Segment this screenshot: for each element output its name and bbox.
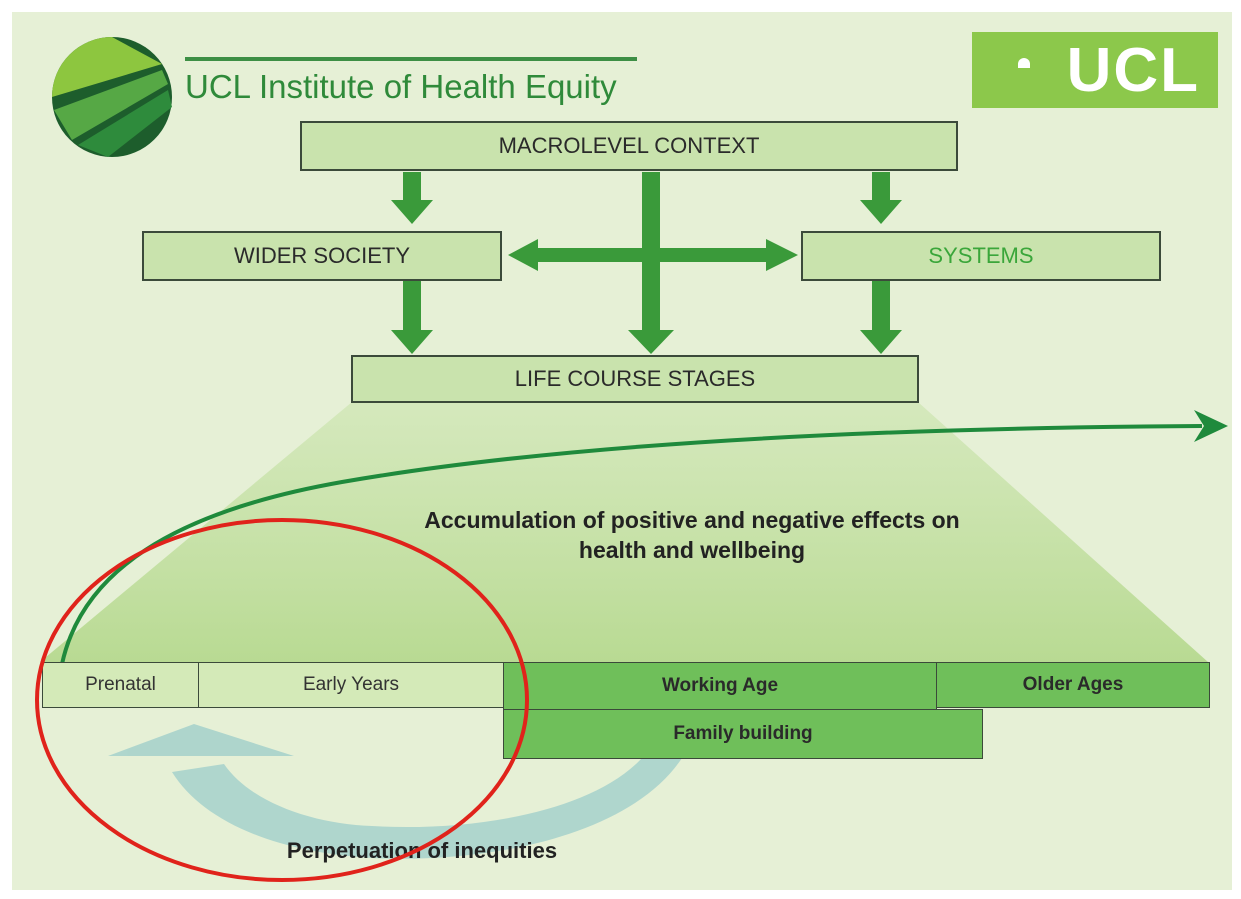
stage-prenatal-label: Prenatal <box>85 674 156 695</box>
stage-early-years: Early Years <box>198 662 504 708</box>
arrow-macro-to-wider <box>391 172 433 224</box>
ucl-logo-text: UCL <box>1066 35 1200 105</box>
stage-older-ages-label: Older Ages <box>1022 674 1124 695</box>
stage-working-age-label: Working Age <box>661 675 779 696</box>
institute-name: UCL Institute of Health Equity <box>185 68 617 105</box>
life-course-stages-label: LIFE COURSE STAGES <box>514 366 756 391</box>
stage-working-age: Working Age <box>503 662 937 710</box>
institute-logo-icon <box>52 37 172 157</box>
stage-family-building-label: Family building <box>673 723 813 744</box>
stage-older-ages: Older Ages <box>936 662 1210 708</box>
arrow-systems-to-lifecourse <box>860 280 902 354</box>
macrolevel-context-label: MACROLEVEL CONTEXT <box>498 133 760 158</box>
macrolevel-context-box: MACROLEVEL CONTEXT <box>300 121 958 171</box>
systems-label: SYSTEMS <box>928 243 1034 268</box>
arrow-macro-to-systems <box>860 172 902 224</box>
ucl-logo: UCL <box>972 32 1218 108</box>
arrow-wider-systems-bidirectional <box>508 239 798 271</box>
slide: UCL Institute of Health Equity UCL MACRO… <box>12 12 1232 890</box>
systems-box: SYSTEMS <box>801 231 1161 281</box>
stage-early-years-label: Early Years <box>302 674 400 695</box>
wider-society-box: WIDER SOCIETY <box>142 231 502 281</box>
accumulation-caption: Accumulation of positive and negative ef… <box>424 507 960 563</box>
perpetuation-caption: Perpetuation of inequities <box>286 838 558 863</box>
wider-society-label: WIDER SOCIETY <box>233 243 410 268</box>
ucl-dome-icon <box>1018 58 1030 68</box>
title-rule <box>185 57 637 61</box>
arrow-wider-to-lifecourse <box>391 280 433 354</box>
connector-arrows <box>391 172 902 354</box>
life-course-stages-box: LIFE COURSE STAGES <box>351 355 919 403</box>
arrow-macro-to-lifecourse <box>628 172 674 354</box>
stage-prenatal: Prenatal <box>42 662 199 708</box>
accumulation-arrowhead-icon <box>1194 410 1228 442</box>
stage-family-building: Family building <box>503 709 983 759</box>
